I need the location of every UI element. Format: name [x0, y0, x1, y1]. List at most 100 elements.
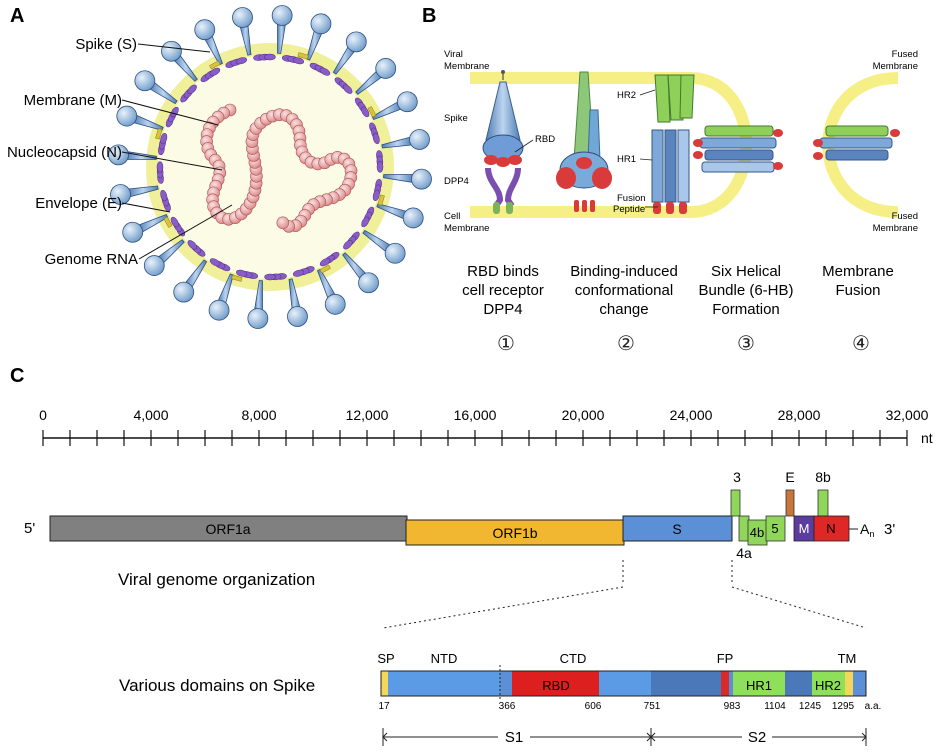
envelope-protein — [209, 60, 221, 70]
step3-line1: Six Helical — [711, 263, 781, 280]
membrane-proteins — [155, 52, 385, 282]
pos-unit: a.a. — [865, 701, 882, 712]
domain-fp — [721, 671, 729, 696]
spike-head — [409, 129, 430, 150]
gene-orf1a — [49, 515, 408, 542]
membrane-protein — [236, 269, 248, 277]
pos-1104: 1104 — [764, 701, 786, 712]
step4-number: ④ — [852, 333, 870, 355]
domain-hr2-label: HR2 — [815, 678, 841, 693]
gene-5-label: 5 — [771, 521, 778, 536]
label-spike-b: Spike — [444, 113, 468, 124]
spike-head — [287, 306, 308, 327]
step1-line3: DPP4 — [483, 301, 522, 318]
pos-366: 366 — [499, 701, 516, 712]
gene-orf1b-label: ORF1b — [492, 525, 537, 541]
step2-line2: conformational — [575, 282, 673, 299]
genome-map: 5' ORF1a ORF1b S 3 4a 4b 5 E M 8b N An — [24, 469, 895, 589]
label-fused-bottom-1: Fused — [892, 211, 918, 222]
label-viral-membrane-2: Membrane — [444, 61, 489, 72]
domain-s2-start — [651, 671, 721, 696]
spike-head — [358, 272, 379, 294]
domain-linker — [785, 671, 812, 696]
label-hr1: HR1 — [617, 154, 636, 165]
gene-orf1a-label: ORF1a — [205, 521, 250, 537]
spike-domain-map: Various domains on Spike RBD HR1 HR2 SP … — [119, 651, 881, 746]
spike-head — [134, 70, 156, 92]
label-membrane: Membrane (M) — [24, 92, 122, 109]
spike-head — [384, 242, 406, 264]
membrane-protein — [361, 106, 370, 118]
label-ntd: NTD — [431, 651, 458, 666]
spike-head — [173, 281, 195, 303]
spike-head — [194, 19, 216, 41]
membrane-protein — [372, 189, 380, 201]
genome-rna — [200, 103, 358, 233]
pos-17: 17 — [378, 701, 390, 712]
spike-head — [108, 144, 129, 166]
step4-line2: Fusion — [835, 282, 880, 299]
gene-5 — [765, 515, 786, 542]
nt-axis: 0 4,000 8,000 12,000 16,000 20,000 24,00… — [39, 407, 933, 446]
label-s1: S1 — [505, 729, 523, 746]
gene-n-label: N — [826, 521, 835, 536]
membrane-protein — [376, 161, 384, 173]
membrane-protein — [235, 57, 248, 65]
label-fp: FP — [717, 651, 734, 666]
panel-c: C 0 4,000 8,000 12,000 16,000 20,000 24,… — [10, 365, 933, 746]
panel-a-letter: A — [10, 5, 24, 27]
axis-tick-label-2: 8,000 — [241, 407, 276, 423]
gene-3-label: 3 — [733, 469, 741, 485]
step2b-extended-helices — [651, 74, 695, 214]
label-fused-top-1: Fused — [892, 49, 918, 60]
label-fusion-peptide-2: Peptide — [613, 204, 645, 215]
membrane-protein — [343, 84, 353, 94]
envelope-protein — [377, 194, 385, 206]
membrane-protein — [209, 258, 221, 267]
step2-line1: Binding-induced — [570, 263, 678, 280]
domain-rbd-label: RBD — [542, 678, 569, 693]
label-hr2: HR2 — [617, 90, 636, 101]
spike-head — [143, 255, 165, 276]
gene-4b-label: 4b — [750, 525, 764, 540]
label-nucleocapsid: Nucleocapsid (N) — [7, 144, 122, 161]
label-envelope: Envelope (E) — [35, 195, 122, 212]
pos-1295: 1295 — [832, 701, 855, 712]
membrane-protein — [209, 67, 221, 76]
step4-line1: Membrane — [822, 263, 894, 280]
spike-head — [310, 13, 332, 35]
axis-tick-label-4: 16,000 — [454, 407, 497, 423]
membrane-protein — [361, 216, 370, 228]
spike-head — [402, 207, 424, 229]
panel-c-letter: C — [10, 365, 24, 387]
spike-head — [122, 221, 144, 243]
panel-b-letter: B — [422, 5, 436, 27]
axis-tick-label-8: 32,000 — [886, 407, 929, 423]
s1-s2-brackets — [382, 728, 867, 746]
pos-606: 606 — [585, 701, 602, 712]
virion-spikes — [108, 5, 432, 329]
gene-e-label: E — [785, 469, 794, 485]
five-prime-label: 5' — [24, 520, 35, 537]
envelope-protein — [297, 52, 309, 60]
step3-six-helix-bundle — [693, 125, 783, 173]
membrane-protein — [160, 133, 168, 145]
spike-head — [345, 31, 367, 53]
label-dpp4: DPP4 — [444, 176, 469, 187]
spike-head — [271, 5, 293, 26]
membrane-protein — [292, 57, 304, 65]
envelope-protein — [163, 216, 173, 228]
spike-head — [110, 184, 131, 205]
domain-hr2 — [812, 671, 845, 696]
membrane-protein — [343, 240, 353, 250]
gene-n — [813, 515, 850, 542]
membrane-protein — [264, 273, 276, 281]
axis-tick-label-3: 12,000 — [346, 407, 389, 423]
axis-tick-label-1: 4,000 — [133, 407, 168, 423]
envelope-protein — [319, 264, 331, 274]
label-viral-membrane-1: Viral — [444, 49, 463, 60]
panel-a-leaders — [121, 43, 233, 260]
step1-number: ① — [497, 333, 515, 355]
label-rbd: RBD — [535, 134, 555, 145]
